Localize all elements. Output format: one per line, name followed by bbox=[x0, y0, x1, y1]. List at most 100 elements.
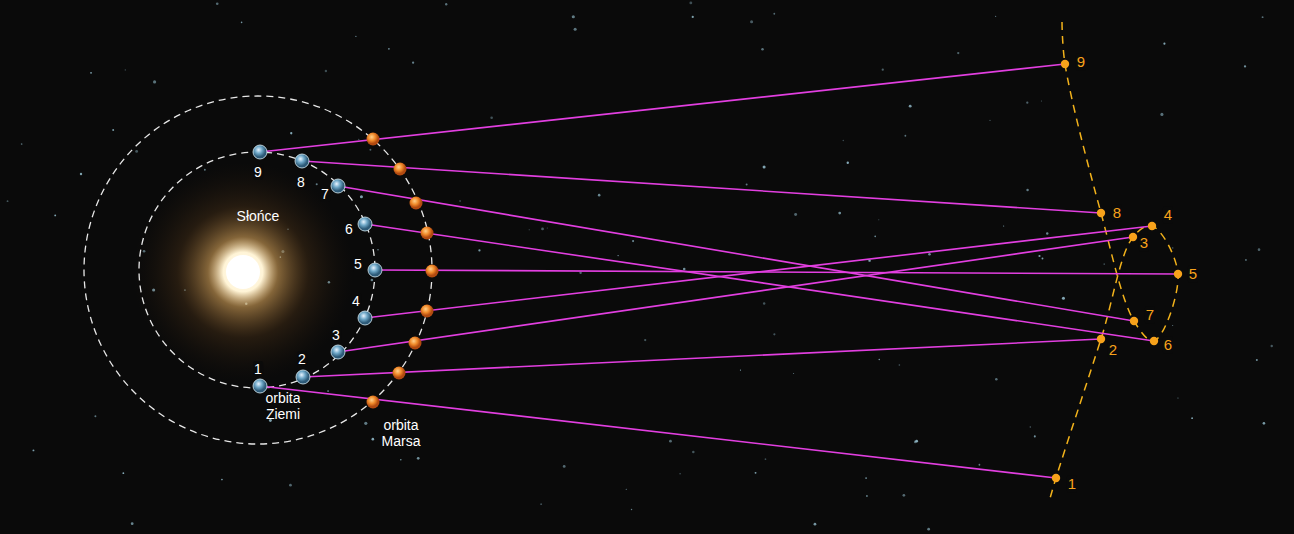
star bbox=[574, 28, 577, 31]
star bbox=[1262, 16, 1264, 18]
star bbox=[1042, 258, 1044, 260]
sky-number: 7 bbox=[1145, 306, 1155, 323]
star bbox=[1172, 325, 1173, 326]
star bbox=[957, 52, 959, 54]
star bbox=[131, 522, 134, 525]
sky-position bbox=[1148, 222, 1156, 230]
sight-line bbox=[338, 237, 1133, 352]
star bbox=[563, 465, 566, 468]
star bbox=[459, 200, 461, 202]
star bbox=[874, 235, 876, 237]
star bbox=[90, 72, 92, 74]
star bbox=[325, 70, 327, 72]
mars-position bbox=[393, 367, 406, 380]
star bbox=[598, 194, 601, 197]
star bbox=[746, 184, 748, 186]
star bbox=[928, 253, 931, 256]
mars-position bbox=[367, 396, 380, 409]
earth-position bbox=[368, 263, 382, 277]
star bbox=[94, 415, 96, 417]
star bbox=[1163, 43, 1165, 45]
star bbox=[763, 302, 765, 304]
sky-number: 5 bbox=[1188, 265, 1198, 282]
star bbox=[1038, 255, 1040, 257]
star bbox=[1026, 189, 1028, 191]
star bbox=[7, 200, 9, 202]
sky-number: 9 bbox=[1076, 53, 1086, 70]
planets bbox=[253, 60, 1182, 482]
sight-line bbox=[302, 161, 1101, 213]
star bbox=[679, 473, 680, 474]
position-number: 6 bbox=[344, 221, 354, 237]
mars-position bbox=[426, 265, 439, 278]
sky-number: 1 bbox=[1067, 475, 1077, 492]
sight-line bbox=[375, 270, 1178, 274]
star bbox=[412, 62, 414, 64]
star bbox=[135, 150, 138, 153]
sky-number: 2 bbox=[1108, 341, 1118, 358]
star bbox=[843, 140, 844, 141]
earth-position bbox=[253, 379, 267, 393]
star bbox=[369, 149, 371, 151]
star bbox=[125, 69, 126, 70]
star bbox=[579, 272, 581, 274]
star bbox=[683, 268, 686, 271]
sky-number: 4 bbox=[1163, 206, 1173, 223]
sky-position bbox=[1061, 60, 1069, 68]
mars-position bbox=[421, 227, 434, 240]
sky-position bbox=[1097, 209, 1105, 217]
star bbox=[529, 229, 530, 230]
star bbox=[1046, 232, 1048, 234]
star bbox=[750, 20, 753, 23]
earth-position bbox=[253, 145, 267, 159]
star bbox=[692, 451, 695, 454]
star bbox=[904, 135, 906, 137]
star bbox=[122, 472, 124, 474]
star bbox=[358, 139, 359, 140]
star bbox=[740, 369, 741, 370]
star bbox=[631, 509, 632, 510]
sun-label: Słońce bbox=[236, 208, 281, 224]
star bbox=[915, 440, 918, 443]
earth-orbit bbox=[139, 152, 375, 388]
star bbox=[909, 105, 912, 108]
star bbox=[153, 80, 156, 83]
position-number: 9 bbox=[253, 164, 263, 180]
star bbox=[388, 48, 390, 50]
star bbox=[989, 120, 990, 121]
sky-position bbox=[1130, 317, 1138, 325]
sun bbox=[226, 255, 260, 289]
sky-position bbox=[1097, 335, 1105, 343]
star bbox=[1030, 426, 1032, 428]
star bbox=[445, 3, 447, 5]
star bbox=[626, 489, 627, 490]
mars-position bbox=[367, 133, 380, 146]
position-number: 8 bbox=[296, 174, 306, 190]
star bbox=[903, 494, 906, 497]
star bbox=[773, 333, 775, 335]
star bbox=[355, 36, 356, 37]
star bbox=[1160, 113, 1163, 116]
star bbox=[927, 528, 930, 531]
star bbox=[372, 438, 375, 441]
star bbox=[689, 1, 692, 4]
star bbox=[866, 495, 868, 497]
star bbox=[400, 459, 402, 461]
star bbox=[1172, 247, 1173, 248]
sky-number: 3 bbox=[1139, 234, 1149, 251]
mars-position bbox=[394, 163, 407, 176]
sight-lines bbox=[260, 64, 1178, 478]
star bbox=[478, 249, 480, 251]
mars-position bbox=[421, 305, 434, 318]
star bbox=[1263, 422, 1266, 425]
sight-line bbox=[303, 339, 1101, 377]
star bbox=[1191, 417, 1193, 419]
star bbox=[371, 279, 374, 282]
star bbox=[761, 48, 764, 51]
position-number: 4 bbox=[351, 293, 361, 309]
sight-line bbox=[338, 186, 1134, 321]
position-number: 1 bbox=[253, 361, 263, 377]
star bbox=[490, 116, 493, 119]
star bbox=[364, 422, 367, 425]
